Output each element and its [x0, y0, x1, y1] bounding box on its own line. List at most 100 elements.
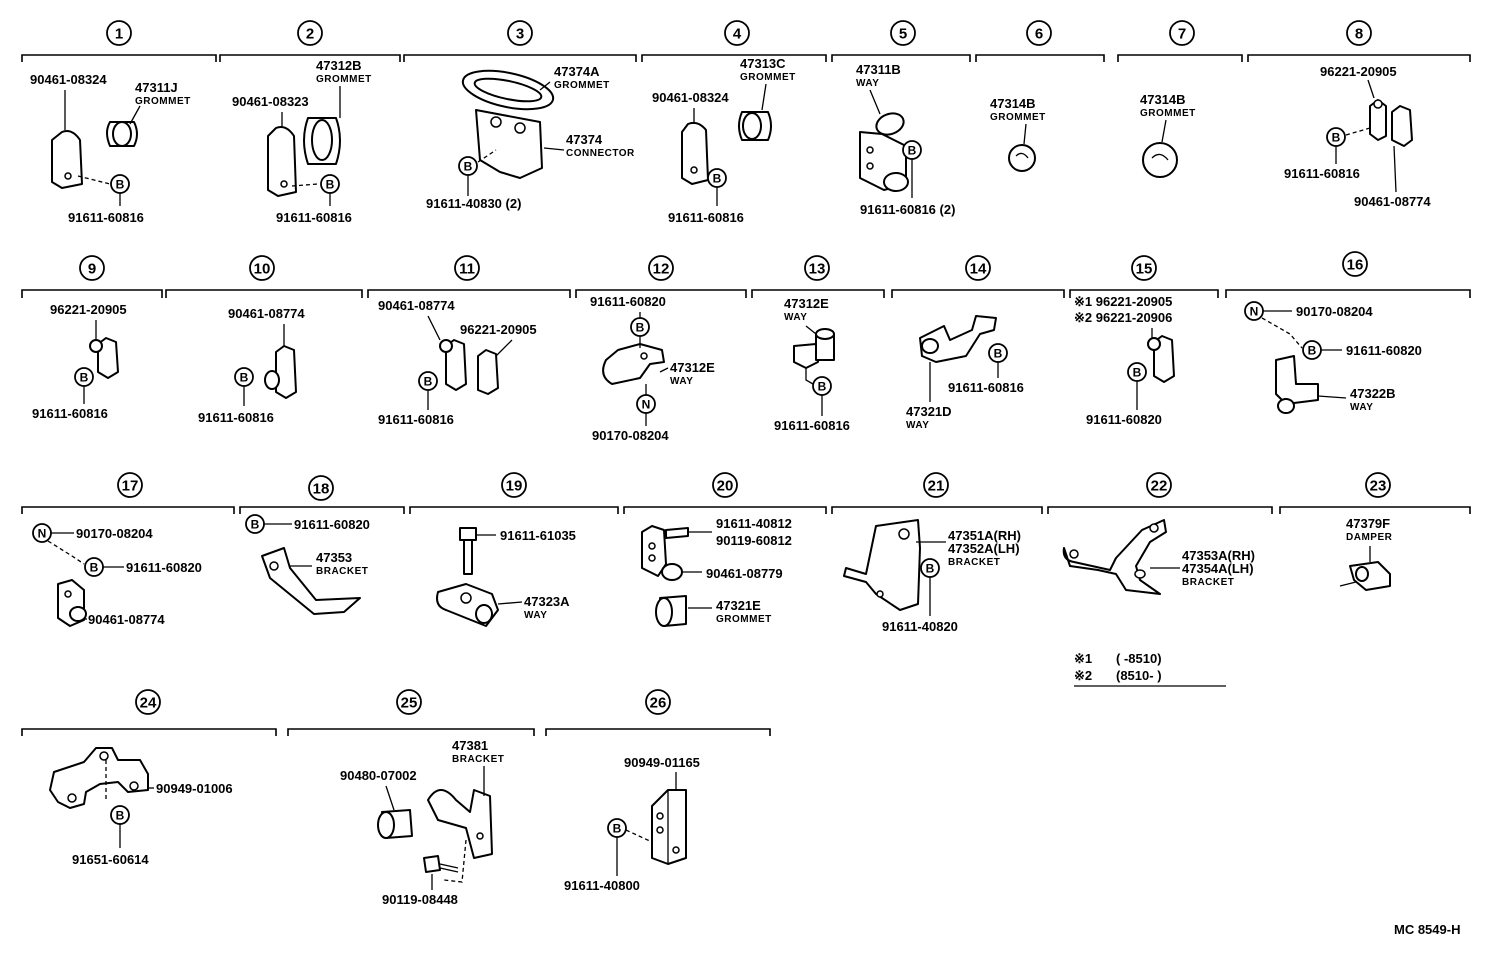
part-number: 47381	[452, 738, 488, 753]
part-description: GROMMET	[316, 74, 372, 85]
bracket-part	[651, 789, 687, 865]
part-number: 90949-01006	[156, 781, 233, 796]
way-part	[1275, 355, 1319, 405]
part-number: 90461-08774	[88, 612, 165, 627]
part-description: BRACKET	[948, 557, 1000, 568]
group-12: 12 91611-60820 47312E WAY 90170-08204 B …	[575, 255, 747, 443]
clamp-part	[275, 345, 297, 399]
note-mark: ※1	[1074, 651, 1092, 666]
part-number: 91611-60820	[126, 560, 202, 575]
part-number: 91611-60816	[1284, 166, 1360, 181]
callout-24: 24	[140, 695, 157, 712]
part-number: 91611-61035	[500, 528, 576, 543]
part-number: 47353	[316, 550, 352, 565]
bolt-marker: B	[116, 178, 125, 192]
group-9: 9 96221-20905 91611-60816 B	[21, 255, 163, 421]
group-19: 19 91611-61035 47323A WAY	[409, 472, 619, 627]
bolt-marker: B	[636, 321, 645, 335]
group-23: 23 47379F DAMPER	[1279, 472, 1471, 591]
callout-19: 19	[506, 478, 523, 495]
bracket-part	[843, 519, 921, 611]
group-25: 25 47381 BRACKET 90480-07002 90119-08448	[287, 689, 535, 907]
part-number: 47314B	[990, 96, 1036, 111]
group-14: 14 91611-60816 47321D WAY B	[891, 255, 1065, 431]
callout-11: 11	[459, 261, 475, 278]
notes: ※1 ( -8510) ※2 (8510- )	[1074, 651, 1226, 687]
callout-21: 21	[928, 478, 945, 495]
bolt-marker: B	[1133, 366, 1142, 380]
part-number: 91651-60614	[72, 852, 149, 867]
part-number: 91611-60816	[378, 412, 454, 427]
part-number: 90461-08323	[232, 94, 309, 109]
bolt-marker: B	[90, 561, 99, 575]
part-number: 90461-08774	[228, 306, 305, 321]
clamp-part	[1391, 105, 1413, 147]
part-number: 91611-60820	[1086, 412, 1162, 427]
callout-5: 5	[899, 26, 907, 43]
group-4: 4 47313C GROMMET 90461-08324 91611-60816…	[641, 20, 827, 225]
bolt-marker: B	[251, 518, 260, 532]
part-number: 96221-20905	[1320, 64, 1397, 79]
bolt-marker: B	[994, 347, 1003, 361]
group-17: 17 N 90170-08204 B 91611-60820 90461-087…	[21, 472, 235, 627]
group-3: 3 47374A GROMMET 47374 CONNECTOR 91611-4…	[403, 20, 637, 211]
group-21: 21 47351A(RH) 47352A(LH) BRACKET 91611-4…	[831, 472, 1043, 634]
bracket-part	[427, 789, 493, 859]
group-15: 15 ※1 96221-20905 ※2 96221-20906 91611-6…	[1069, 255, 1219, 427]
part-description: GROMMET	[990, 112, 1046, 123]
callout-14: 14	[970, 261, 987, 278]
bolt-part	[459, 527, 477, 541]
part-number: 90170-08204	[592, 428, 669, 443]
part-number: ※2 96221-20906	[1074, 310, 1172, 325]
part-description: GROMMET	[1140, 108, 1196, 119]
callout-16: 16	[1347, 257, 1364, 274]
callout-10: 10	[254, 261, 271, 278]
part-number: 91611-60820	[1346, 343, 1422, 358]
figure-code: MC 8549-H	[1394, 922, 1460, 937]
part-description: GROMMET	[135, 96, 191, 107]
callout-15: 15	[1136, 261, 1153, 278]
clamp-part	[267, 126, 297, 197]
part-number: 91611-60816	[32, 406, 108, 421]
bracket-part	[49, 747, 149, 809]
part-description: CONNECTOR	[566, 148, 635, 159]
part-number: 91611-60816	[948, 380, 1024, 395]
part-number: ※1 96221-20905	[1074, 294, 1172, 309]
callout-22: 22	[1151, 478, 1168, 495]
part-description: BRACKET	[452, 754, 504, 765]
part-number: 47314B	[1140, 92, 1186, 107]
group-20: 20 91611-40812 90119-60812 90461-08779 4…	[623, 472, 827, 627]
part-number: 96221-20905	[460, 322, 537, 337]
part-description: GROMMET	[740, 72, 796, 83]
callout-18: 18	[313, 481, 330, 498]
part-number: 90480-07002	[340, 768, 417, 783]
part-number: 90461-08774	[378, 298, 455, 313]
group-2: 2 47312B GROMMET 90461-08323 91611-60816…	[219, 20, 401, 225]
nut-marker: N	[1250, 305, 1259, 319]
part-number: 90119-08448	[382, 892, 458, 907]
part-number: 90119-60812	[716, 533, 792, 548]
part-description: DAMPER	[1346, 532, 1393, 543]
part-number: 91611-60816	[276, 210, 352, 225]
callout-26: 26	[650, 695, 667, 712]
grommet-part	[1142, 142, 1178, 178]
group-13: 13 47312E WAY 91611-60816 B	[751, 255, 885, 433]
bracket-part	[1062, 519, 1167, 595]
nut-marker: N	[642, 398, 651, 412]
note-mark: ※2	[1074, 668, 1092, 683]
part-number: 47323A	[524, 594, 570, 609]
part-number: 91611-40820	[882, 619, 958, 634]
group-7: 7 47314B GROMMET	[1117, 20, 1243, 178]
clamp-part	[51, 130, 83, 189]
connector-part	[475, 109, 543, 179]
part-description: WAY	[784, 312, 807, 323]
part-number: 96221-20905	[50, 302, 127, 317]
clamp-part	[641, 525, 667, 577]
group-5: 5 47311B WAY 91611-60816 (2) B	[831, 20, 971, 217]
part-number: 90170-08204	[76, 526, 153, 541]
part-description: WAY	[1350, 402, 1373, 413]
callout-4: 4	[733, 26, 742, 43]
grommet-part	[1008, 144, 1036, 172]
nut-marker: N	[38, 527, 47, 541]
